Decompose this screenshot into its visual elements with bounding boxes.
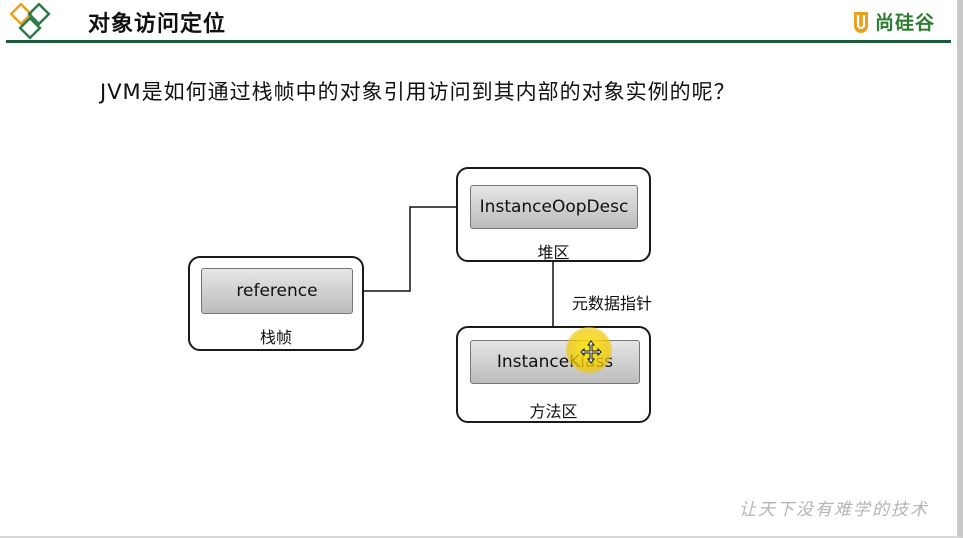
brand-logo: 尚硅谷 (851, 8, 935, 35)
method-area-container: InstanceKlass 方法区 (456, 326, 651, 423)
brand-badge-icon (853, 11, 868, 33)
metadata-pointer-label: 元数据指针 (572, 294, 653, 313)
heap-caption: 堆区 (537, 243, 570, 262)
cursor-highlight (566, 327, 612, 373)
reference-box: reference (201, 268, 353, 314)
diamond-logo-icon (9, 3, 51, 40)
reference-to-heap-arrow (351, 203, 468, 292)
heap-container: InstanceOopDesc 堆区 (456, 167, 651, 262)
page-title: 对象访问定位 (88, 12, 227, 37)
instance-oop-desc-box: InstanceOopDesc (470, 185, 638, 229)
watermark-text: 让天下没有难学的技术 (739, 500, 929, 520)
header-divider (6, 40, 951, 43)
stack-frame-caption: 栈帧 (259, 328, 292, 347)
stack-frame-container: reference 栈帧 (188, 256, 364, 351)
method-area-caption: 方法区 (529, 402, 578, 421)
move-cursor-icon (580, 340, 602, 364)
question-text: JVM是如何通过栈帧中的对象引用访问到其内部的对象实例的呢？ (100, 80, 736, 104)
instance-klass-box: InstanceKlass (470, 340, 640, 384)
brand-name: 尚硅谷 (874, 12, 935, 34)
